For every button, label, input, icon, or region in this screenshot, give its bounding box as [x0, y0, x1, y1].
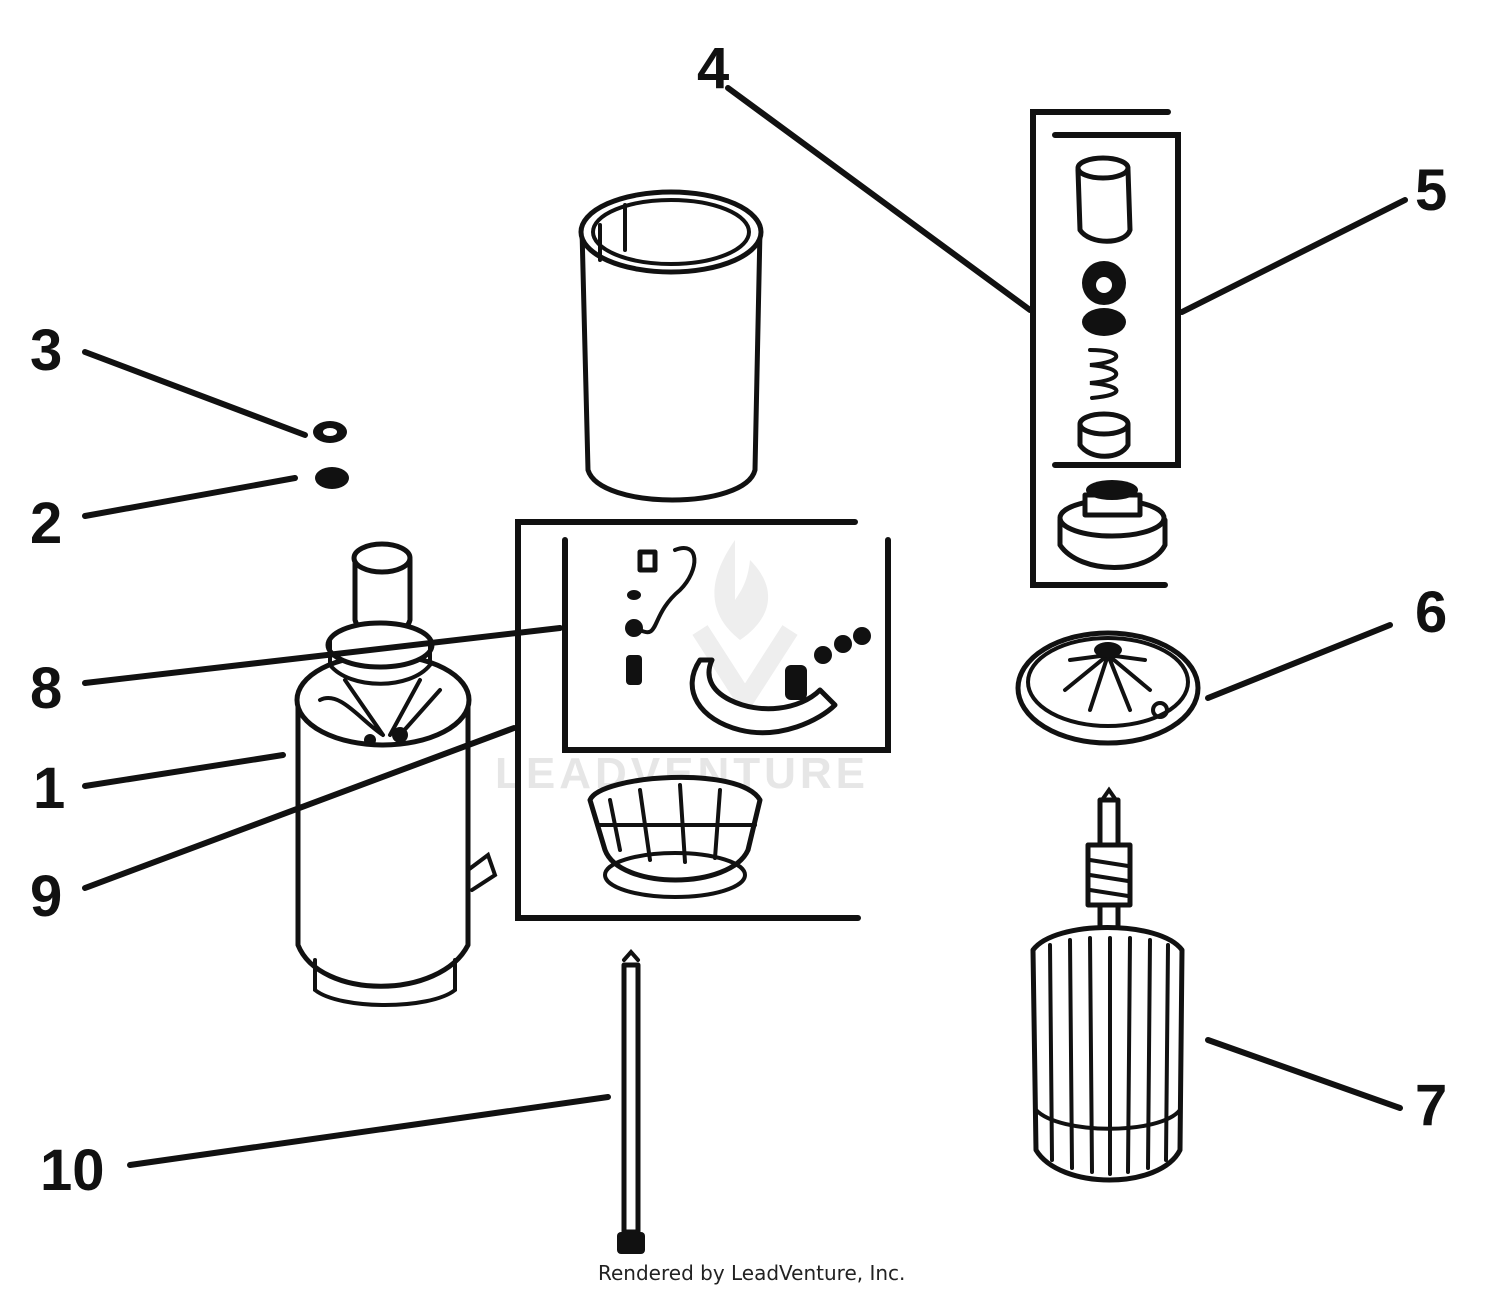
leader-1: [82, 752, 286, 789]
leader-10: [127, 1094, 611, 1168]
leader-6: [1205, 622, 1393, 701]
callout-5: 5: [1415, 158, 1447, 223]
field-frame-cylinder: [578, 189, 764, 503]
armature-7: [1030, 786, 1185, 1183]
callout-1: 1: [33, 756, 65, 821]
leader-7: [1205, 1037, 1403, 1111]
callout-2: 2: [30, 491, 62, 556]
drive-kit-bracket-4-5: [1030, 109, 1181, 588]
credit-text: Rendered by LeadVenture, Inc.: [598, 1261, 905, 1285]
leader-lines: [82, 85, 1408, 1168]
leader-2: [82, 475, 298, 519]
end-plate-6: [1015, 630, 1201, 746]
callout-8: 8: [30, 656, 62, 721]
callout-6: 6: [1415, 580, 1447, 645]
drive-end-pinion: [325, 541, 435, 686]
leader-8: [82, 625, 563, 686]
leader-5: [1179, 197, 1408, 315]
brush-kit-bracket-9: [515, 519, 891, 921]
callout-9: 9: [30, 864, 62, 929]
nut-washer-2-3: [313, 421, 349, 489]
starter-motor-housing: [294, 652, 498, 1007]
leader-3: [82, 349, 308, 438]
leader-9: [82, 725, 517, 891]
callout-3: 3: [30, 318, 62, 383]
callout-10: 10: [40, 1138, 105, 1203]
leader-4: [725, 85, 1033, 313]
callout-4: 4: [697, 36, 729, 101]
callout-numbers: 3 2 8 1 9 10 4 5 6 7: [30, 36, 1447, 1203]
callout-7: 7: [1415, 1073, 1447, 1138]
watermark: LEADVENTURE: [495, 540, 865, 798]
through-bolt-10: [617, 948, 645, 1254]
